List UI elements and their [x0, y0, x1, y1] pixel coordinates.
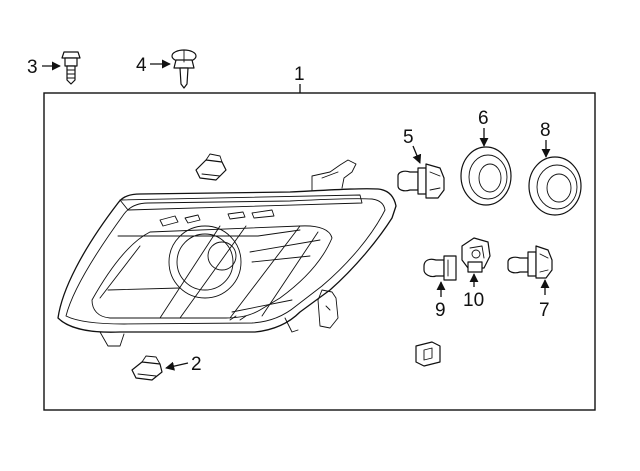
callout-2: 2 [191, 354, 202, 375]
callout-5: 5 [403, 127, 414, 148]
wedge-bulb[interactable] [423, 255, 457, 281]
bolt[interactable] [61, 51, 81, 85]
callout-6: 6 [478, 108, 489, 129]
callout-3: 3 [27, 57, 38, 78]
headlamp-bulb[interactable] [397, 163, 445, 199]
callout-1: 1 [294, 64, 305, 85]
leader-lines [42, 59, 551, 371]
callout-7: 7 [539, 300, 550, 321]
callout-10: 10 [463, 290, 484, 311]
assembly-frame [43, 92, 596, 411]
callout-8: 8 [540, 120, 551, 141]
headlamp-housing[interactable] [57, 159, 397, 347]
callout-labels: 1 2 3 4 5 6 7 8 9 10 [27, 55, 551, 375]
clip-nut-lower[interactable] [131, 355, 163, 381]
socket-bulb[interactable] [461, 237, 491, 273]
callout-9: 9 [435, 300, 446, 321]
loose-bracket[interactable] [415, 341, 441, 367]
cover-seal[interactable] [528, 156, 582, 216]
callout-4: 4 [136, 55, 147, 76]
clip-nut-upper[interactable] [195, 153, 227, 181]
turn-signal-bulb[interactable] [507, 245, 553, 279]
seal-ring[interactable] [460, 146, 512, 206]
push-clip[interactable] [171, 49, 197, 89]
